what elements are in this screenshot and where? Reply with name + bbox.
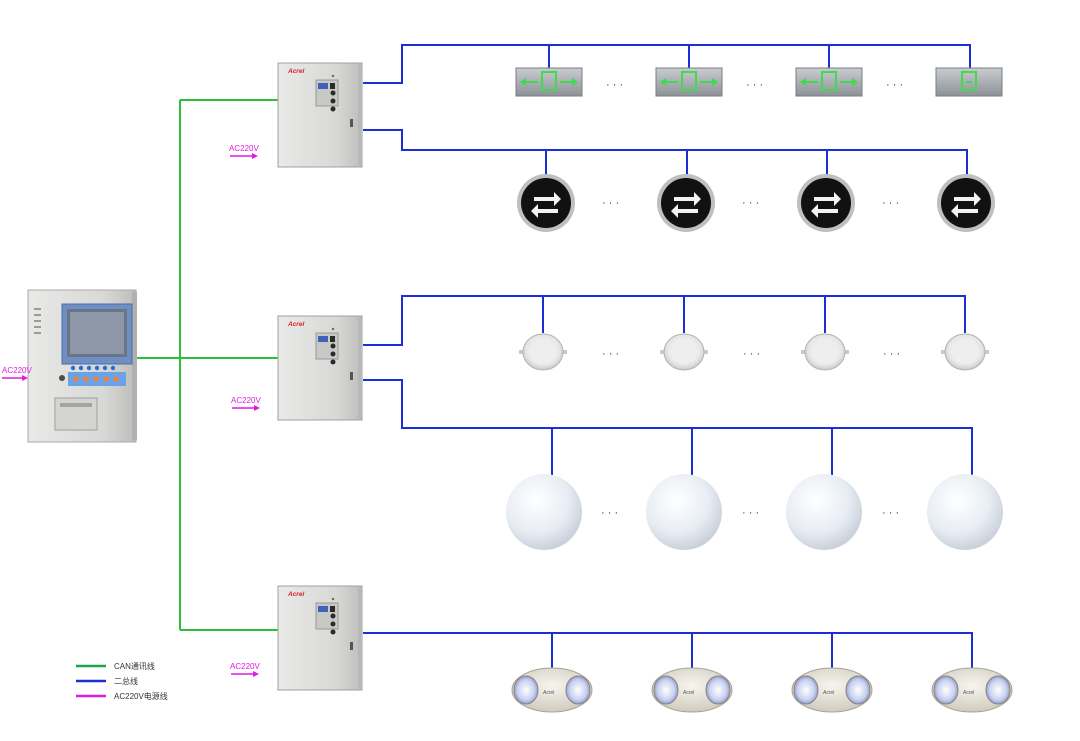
ellipsis: · · · (602, 348, 619, 360)
exit-sign (935, 67, 1003, 97)
globe-lamp (927, 474, 1003, 550)
main-controller-cabinet (27, 289, 137, 443)
lamp-brand: Acrel (683, 690, 694, 696)
lamp-brand: Acrel (823, 690, 834, 696)
round-direction-sign (517, 174, 575, 232)
distribution-cabinet-1: Acrel (277, 62, 363, 168)
downlight (801, 333, 849, 371)
dual-head-lamp-row: Acrel Acrel Acrel Acrel (511, 667, 1013, 713)
exit-sign (515, 67, 583, 97)
exit-sign (795, 67, 863, 97)
round-direction-sign-row: · · · · · · · · · (517, 174, 995, 232)
ellipsis: · · · (602, 197, 619, 209)
globe-lamp (786, 474, 862, 550)
ellipsis: · · · (743, 348, 760, 360)
globe-lamp (506, 474, 582, 550)
ellipsis: · · · (882, 507, 899, 519)
ellipsis: · · · (606, 79, 623, 91)
power-input-cab1: AC220V (229, 144, 259, 159)
round-direction-sign (657, 174, 715, 232)
round-direction-sign (797, 174, 855, 232)
two-wire-bus-lines (363, 44, 973, 670)
legend: CAN通讯线 二总线 AC220V电源线 (76, 661, 168, 701)
round-direction-sign (937, 174, 995, 232)
power-input-cab2: AC220V (231, 396, 261, 411)
cabinet-brand-3: Acrel (287, 591, 304, 598)
legend-can-label: CAN通讯线 (114, 661, 155, 671)
dual-head-emergency-lamp: Acrel (791, 667, 873, 713)
legend-power-label: AC220V电源线 (114, 691, 168, 701)
downlight (519, 333, 567, 371)
can-communication-lines (135, 99, 278, 631)
cabinet-brand-1: Acrel (287, 68, 304, 75)
legend-bus-label: 二总线 (114, 676, 138, 686)
lamp-brand: Acrel (963, 690, 974, 696)
ellipsis: · · · (742, 507, 759, 519)
downlight-row: · · · · · · · · · (519, 333, 989, 371)
downlight (941, 333, 989, 371)
distribution-cabinet-2: Acrel (277, 315, 363, 421)
globe-lamp (646, 474, 722, 550)
ellipsis: · · · (601, 507, 618, 519)
ellipsis: · · · (882, 197, 899, 209)
globe-lamp-row: · · · · · · · · · (506, 474, 1003, 550)
power-input-cab3: AC220V (230, 662, 260, 677)
dual-head-emergency-lamp: Acrel (511, 667, 593, 713)
power-label-cab3: AC220V (230, 662, 260, 671)
exit-sign-row: · · · · · · · · · (515, 67, 1003, 97)
power-input-main: AC220V (2, 366, 32, 381)
ellipsis: · · · (742, 197, 759, 209)
cabinet-brand-2: Acrel (287, 321, 304, 328)
exit-sign (655, 67, 723, 97)
downlight (660, 333, 708, 371)
ellipsis: · · · (883, 348, 900, 360)
distribution-cabinet-3: Acrel (277, 585, 363, 691)
power-inputs: AC220V AC220V AC220V AC220V (2, 144, 261, 677)
lamp-brand: Acrel (543, 690, 554, 696)
power-label-cab2: AC220V (231, 396, 261, 405)
ellipsis: · · · (746, 79, 763, 91)
power-label-cab1: AC220V (229, 144, 259, 153)
ellipsis: · · · (886, 79, 903, 91)
dual-head-emergency-lamp: Acrel (651, 667, 733, 713)
dual-head-emergency-lamp: Acrel (931, 667, 1013, 713)
controller-buttons (68, 365, 126, 386)
power-label-main: AC220V (2, 366, 32, 375)
